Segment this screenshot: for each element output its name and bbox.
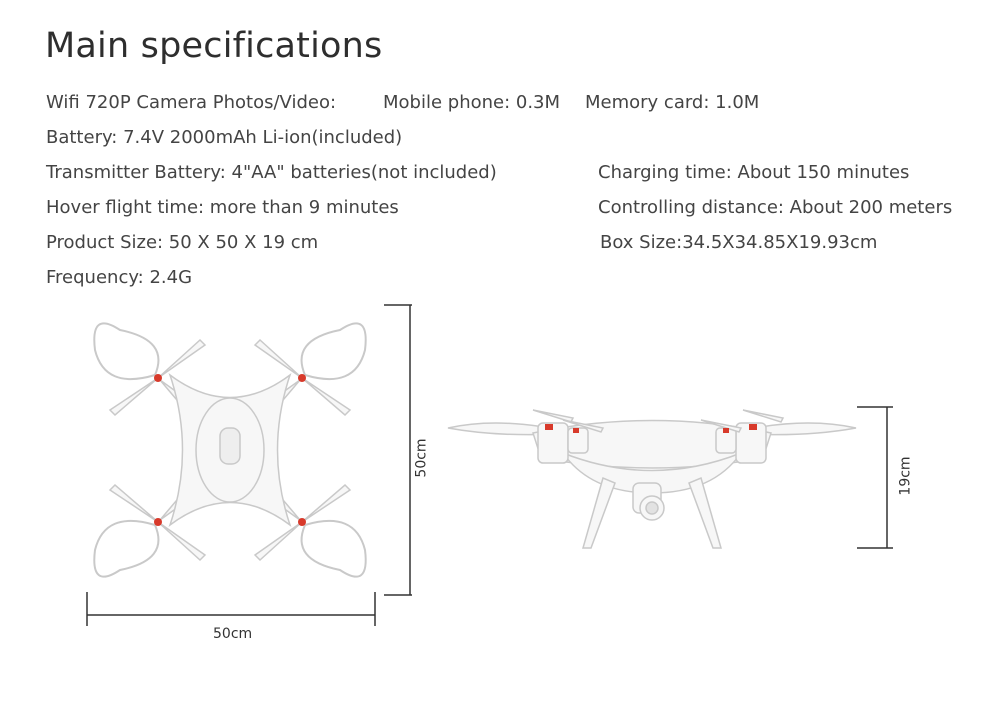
page-title: Main specifications xyxy=(45,26,383,66)
spec-charging-time: Charging time: About 150 minutes xyxy=(598,162,910,183)
height-dimension-label: 50cm xyxy=(413,438,430,478)
spec-camera: Wifi 720P Camera Photos/Video: xyxy=(46,92,337,113)
spec-controlling-distance: Controlling distance: About 200 meters xyxy=(598,197,953,218)
spec-frequency: Frequency: 2.4G xyxy=(46,267,193,288)
spec-battery: Battery: 7.4V 2000mAh Li-ion(included) xyxy=(46,127,403,148)
side-height-dimension-label: 19cm xyxy=(897,456,914,496)
drone-top-view xyxy=(93,322,367,578)
drone-side-view xyxy=(447,409,857,549)
spec-mobile-phone: Mobile phone: 0.3M xyxy=(383,92,561,113)
spec-transmitter-battery: Transmitter Battery: 4"AA" batteries(not… xyxy=(46,162,497,183)
spec-memory-card: Memory card: 1.0M xyxy=(585,92,760,113)
spec-box-size: Box Size:34.5X34.85X19.93cm xyxy=(600,232,878,253)
width-dimension-line xyxy=(86,592,376,626)
height-dimension-line xyxy=(384,304,412,596)
spec-product-size: Product Size: 50 X 50 X 19 cm xyxy=(46,232,319,253)
width-dimension-label: 50cm xyxy=(213,626,253,642)
side-height-dimension-line xyxy=(857,406,893,549)
spec-hover-time: Hover flight time: more than 9 minutes xyxy=(46,197,399,218)
